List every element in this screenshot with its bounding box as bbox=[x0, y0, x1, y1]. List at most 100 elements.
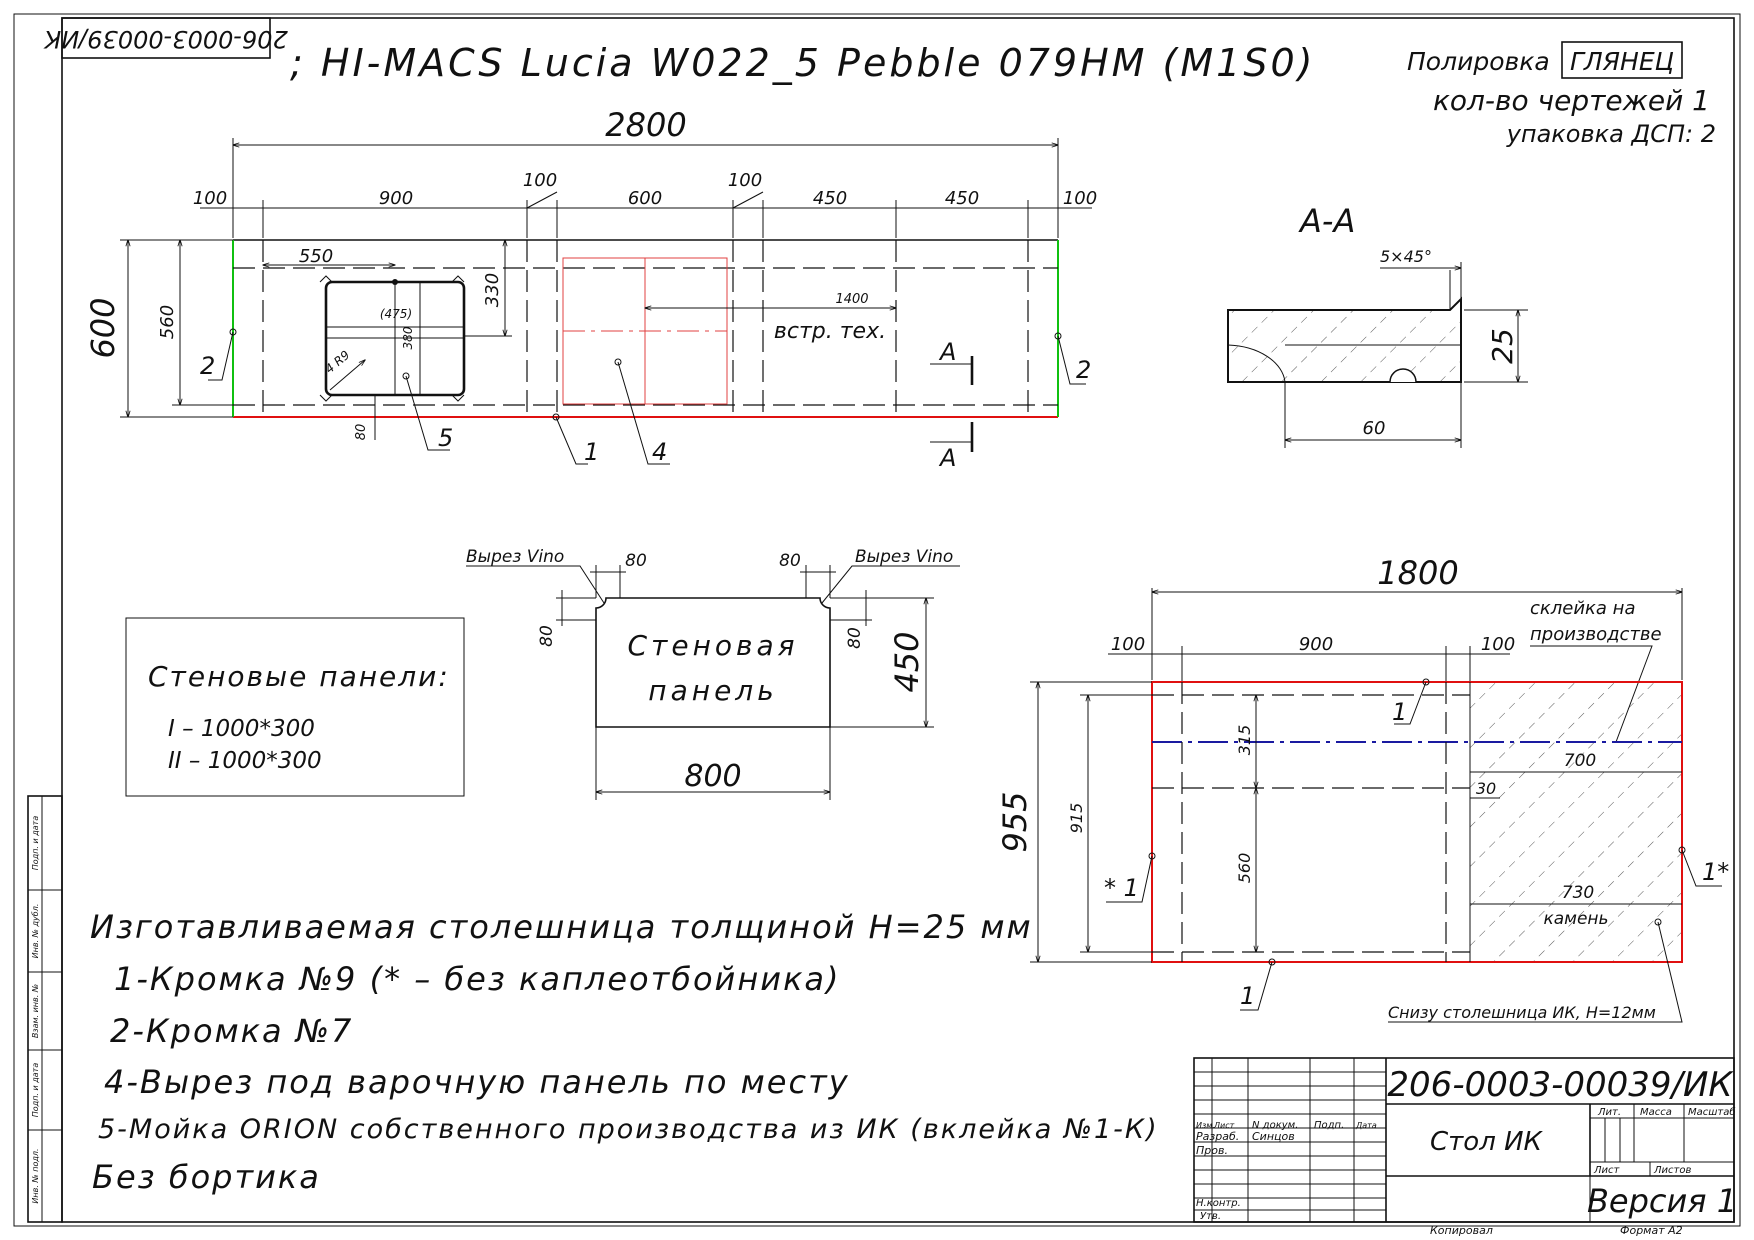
callout-4: 4 bbox=[652, 438, 667, 466]
w-730: 730 bbox=[1562, 883, 1594, 903]
tb-col-date: Дата bbox=[1355, 1121, 1377, 1130]
height-inner: 560 bbox=[157, 305, 178, 339]
seg-6: 450 bbox=[945, 188, 979, 209]
polish-value: ГЛЯНЕЦ bbox=[1570, 47, 1674, 76]
cutout-left: Вырез Vino bbox=[466, 547, 564, 567]
tb-col-doc: N докум. bbox=[1252, 1120, 1298, 1131]
w-30: 30 bbox=[1476, 779, 1496, 798]
section-mark-bottom: A bbox=[938, 444, 956, 472]
title-block: Изм. Лист N докум. Подп. Дата Разраб. Си… bbox=[1193, 1057, 1737, 1237]
inner-frame bbox=[61, 17, 1735, 1223]
drawings-count: кол-во чертежей 1 bbox=[1433, 84, 1710, 117]
table-total: 1800 bbox=[1377, 554, 1458, 592]
table-seg-left: 100 bbox=[1111, 634, 1145, 655]
table-view: 1800 100 900 100 склейка на производстве… bbox=[996, 554, 1729, 1023]
seg-4: 100 bbox=[728, 170, 762, 191]
outer-frame bbox=[13, 13, 1741, 1227]
wall-width: 800 bbox=[684, 759, 741, 794]
sink-inner-h: 380 bbox=[401, 326, 415, 349]
section-mark-top: A bbox=[938, 338, 956, 366]
glue-line2: производстве bbox=[1530, 624, 1662, 645]
panel-item-2: II – 1000*300 bbox=[168, 748, 322, 774]
wall-panel-line1: Стеновая bbox=[627, 629, 798, 662]
seg-2: 100 bbox=[523, 170, 557, 191]
seg-3: 600 bbox=[628, 188, 662, 209]
wall-panel: Стеновая панель 80 80 80 80 Вырез Vino В… bbox=[466, 547, 960, 800]
dim-80-c: 80 bbox=[537, 625, 557, 647]
panels-box: Стеновые панели: I – 1000*300 II – 1000*… bbox=[125, 617, 465, 797]
note-line5: 5-Мойка ORION собственного производства … bbox=[98, 1114, 1159, 1145]
section-view: A-A 5×45° 25 60 bbox=[1227, 202, 1528, 448]
height-outer: 600 bbox=[84, 297, 122, 358]
tb-lit: Лит. bbox=[1597, 1107, 1621, 1118]
glue-line1: склейка на bbox=[1530, 598, 1635, 619]
sink-inner-w: (475) bbox=[380, 307, 412, 321]
section-width: 60 bbox=[1363, 418, 1386, 439]
table-seg-right: 100 bbox=[1481, 634, 1515, 655]
sink-depth: 330 bbox=[482, 273, 503, 307]
polish-box bbox=[1561, 41, 1683, 79]
tb-version: Версия 1 bbox=[1587, 1182, 1737, 1220]
side-strip: Инв. № подл. Подп. и дата Взам. инв. № И… bbox=[27, 795, 63, 1223]
polish-label: Полировка bbox=[1407, 47, 1550, 76]
tb-nkontr: Н.контр. bbox=[1196, 1198, 1241, 1209]
callout-2-right: 2 bbox=[1076, 356, 1091, 384]
stone-label: камень bbox=[1543, 909, 1608, 929]
packing: упаковка ДСП: 2 bbox=[1506, 120, 1716, 148]
tb-name: Стол ИК bbox=[1430, 1127, 1544, 1157]
strip-3: Инв. № дубл. bbox=[31, 904, 40, 959]
dim-80-a: 80 bbox=[625, 551, 647, 571]
panels-title: Стеновые панели: bbox=[148, 660, 450, 693]
table-callout-1b: 1 bbox=[1240, 982, 1255, 1010]
cutout-right: Вырез Vino bbox=[855, 547, 953, 567]
table-seg-mid: 900 bbox=[1299, 634, 1333, 655]
note-line4: 4-Вырез под варочную панель по месту bbox=[104, 1063, 850, 1101]
tb-doc-number: 206-0003-00039/ИК bbox=[1387, 1065, 1734, 1105]
callout-5: 5 bbox=[438, 424, 453, 452]
table-h-bottom: 560 bbox=[1235, 853, 1254, 884]
cooktop-offset: 1400 bbox=[835, 292, 868, 307]
seg-5: 450 bbox=[813, 188, 847, 209]
tb-prov: Пров. bbox=[1196, 1144, 1228, 1157]
dim-total: 2800 bbox=[605, 106, 686, 144]
table-height-outer: 955 bbox=[996, 791, 1034, 852]
tb-copied: Копировал bbox=[1430, 1224, 1493, 1237]
seg-1: 900 bbox=[379, 188, 413, 209]
panel-item-1: I – 1000*300 bbox=[168, 716, 315, 742]
tb-sheet: Лист bbox=[1593, 1165, 1621, 1176]
thickness: 25 bbox=[1486, 328, 1519, 364]
table-bottom-note: Снизу столешница ИК, Н=12мм bbox=[1388, 1003, 1656, 1022]
tb-razrab-name: Синцов bbox=[1252, 1130, 1295, 1143]
note-line6: Без бортика bbox=[92, 1158, 321, 1196]
note-line2: 1-Кромка №9 (* – без каплеотбойника) bbox=[114, 960, 840, 998]
seg-7: 100 bbox=[1063, 188, 1097, 209]
callout-1: 1 bbox=[584, 438, 599, 466]
table-callout-star-right: 1* bbox=[1702, 858, 1729, 886]
notes: Изготавливаемая столешница толщиной Н=25… bbox=[90, 908, 1159, 1196]
callout-2-left: 2 bbox=[200, 352, 215, 380]
tb-sheets: Листов bbox=[1653, 1165, 1691, 1176]
tb-scale: Масштаб bbox=[1688, 1106, 1736, 1118]
table-height-inner: 915 bbox=[1067, 803, 1086, 834]
top-view: 2800 100 900 100 600 100 450 450 100 bbox=[84, 106, 1097, 472]
table-h-top: 315 bbox=[1235, 725, 1254, 756]
dim-80-d: 80 bbox=[845, 627, 865, 649]
tb-format: Формат А2 bbox=[1620, 1224, 1683, 1237]
table-callout-1a: 1 bbox=[1392, 698, 1407, 726]
note-line1: Изготавливаемая столешница толщиной Н=25… bbox=[90, 908, 1033, 946]
tb-razrab: Разраб. bbox=[1196, 1130, 1239, 1143]
rotated-number: 206-0003-00039/ИК bbox=[43, 25, 288, 53]
table-callout-star-left: * 1 bbox=[1104, 874, 1139, 902]
strip-4: Подп. и дата bbox=[31, 816, 40, 871]
section-title: A-A bbox=[1298, 202, 1355, 240]
front-offset: 80 bbox=[354, 424, 369, 441]
note-line3: 2-Кромка №7 bbox=[110, 1012, 353, 1050]
seg-0: 100 bbox=[193, 188, 227, 209]
tb-col-sign: Подп. bbox=[1314, 1120, 1344, 1131]
tb-col-list: Лист bbox=[1213, 1121, 1235, 1130]
w-700: 700 bbox=[1564, 751, 1596, 771]
strip-2: Взам. инв. № bbox=[31, 984, 40, 1038]
chamfer: 5×45° bbox=[1380, 247, 1432, 266]
tb-utv: Утв. bbox=[1200, 1211, 1221, 1222]
